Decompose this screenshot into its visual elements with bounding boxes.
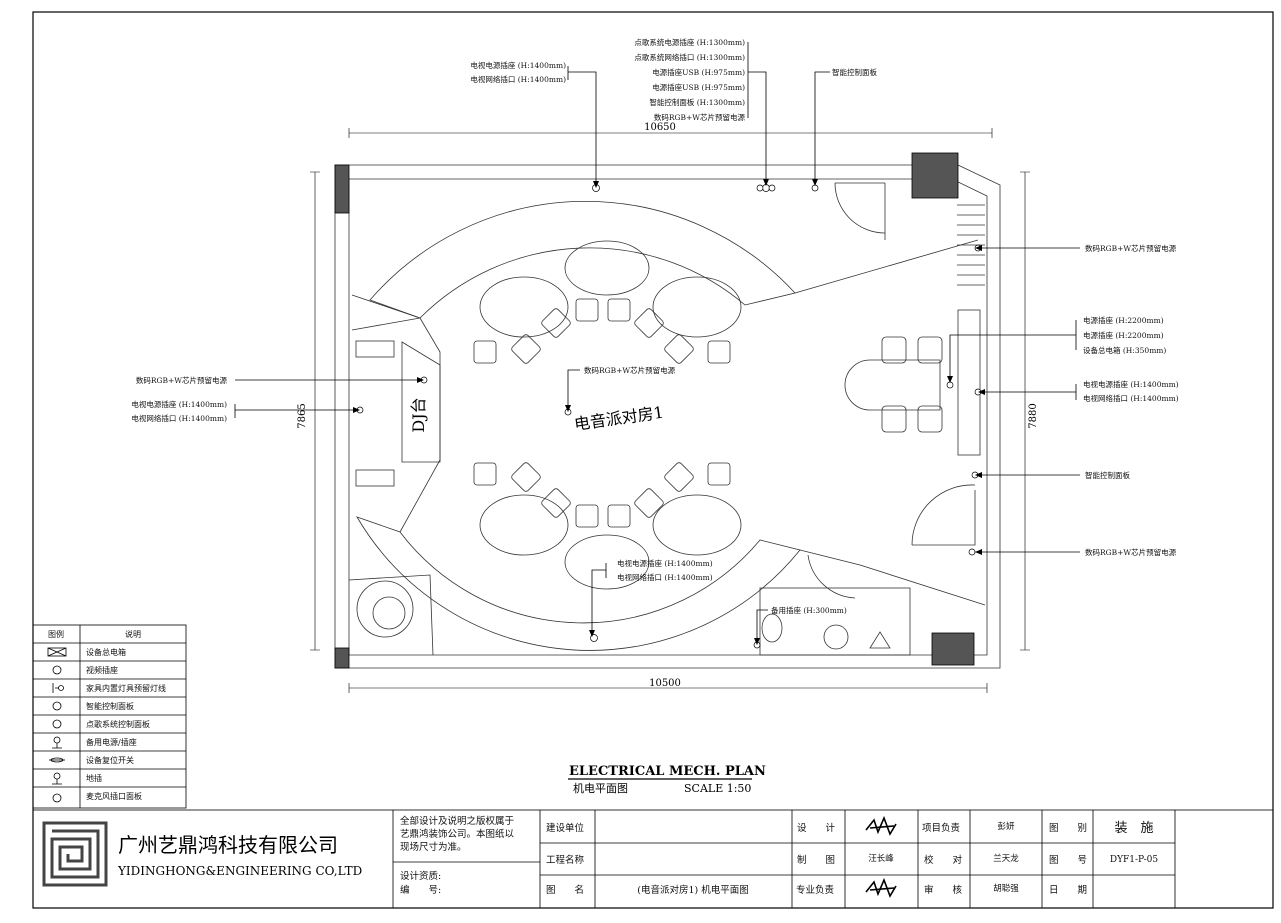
qualification-label: 设计资质: xyxy=(400,870,441,882)
legend-item-2: 视频插座 xyxy=(86,665,118,675)
leader-lines xyxy=(234,42,1080,645)
callout-l1: 数码RGB+W芯片预留电源 xyxy=(136,375,228,385)
drawing-title-cn: 机电平面图 xyxy=(573,781,628,795)
dim-bottom: 10500 xyxy=(649,678,681,689)
callout-center: 数码RGB+W芯片预留电源 xyxy=(584,365,676,375)
callout-tc-2: 点歌系统网络插口 (H:1300mm) xyxy=(634,52,745,62)
checker-value: 兰天龙 xyxy=(993,853,1019,864)
legend-item-5: 点歌系统控制面板 xyxy=(86,719,150,729)
room-label: 电音派对房1 xyxy=(573,403,665,434)
drawer-value: 汪长峰 xyxy=(868,853,894,864)
arrowheads xyxy=(353,179,985,645)
check-label: 校 对 xyxy=(924,854,963,866)
title-block xyxy=(32,809,1274,909)
legend-header-desc: 说明 xyxy=(125,629,141,639)
callout-tc-1: 点歌系统电源插座 (H:1300mm) xyxy=(634,37,745,47)
legend-header-icon: 图例 xyxy=(48,629,64,639)
draw-label: 制 图 xyxy=(797,854,835,866)
device-symbols xyxy=(356,184,982,649)
legend-table xyxy=(32,624,187,809)
callout-texts: 电视电源插座 (H:1400mm) 电视网络插口 (H:1400mm) 点歌系统… xyxy=(131,37,1178,615)
callout-spare: 备用插座 (H:300mm) xyxy=(771,605,847,615)
drawing-no-label: 图 号 xyxy=(1049,855,1087,866)
callout-bc-1: 电视电源插座 (H:1400mm) xyxy=(617,558,713,568)
callout-r5: 数码RGB+W芯片预留电源 xyxy=(1085,547,1177,557)
callout-tc-4: 电源插座USB (H:975mm) xyxy=(652,82,745,92)
legend-item-4: 智能控制面板 xyxy=(86,701,134,711)
category-value: 装 施 xyxy=(1114,821,1153,836)
lead-label: 专业负责 xyxy=(796,884,834,896)
drawing-scale: SCALE 1:50 xyxy=(684,782,751,795)
dj-label: DJ台 xyxy=(409,397,428,432)
dim-left: 7865 xyxy=(297,403,308,428)
notice-line-3: 现场尺寸为准。 xyxy=(400,841,467,853)
floor-plan xyxy=(334,152,1001,669)
project-lead-label: 项目负责 xyxy=(922,822,960,834)
legend-item-9: 麦克风插口面板 xyxy=(86,791,142,801)
callout-tc-5: 智能控制面板 (H:1300mm) xyxy=(649,97,745,107)
callout-r4: 智能控制面板 xyxy=(1085,470,1130,480)
callout-r2-3: 设备总电箱 (H:350mm) xyxy=(1083,345,1166,355)
category-label: 图 别 xyxy=(1049,823,1087,834)
date-label: 日 期 xyxy=(1049,885,1087,896)
seat-stools xyxy=(473,298,731,528)
callout-l2-2: 电视网络插口 (H:1400mm) xyxy=(131,413,227,423)
callout-tc-6: 数码RGB+W芯片预留电源 xyxy=(654,112,746,122)
signature-design xyxy=(865,815,897,836)
build-unit-label: 建设单位 xyxy=(546,822,585,834)
signature-lead xyxy=(865,877,897,898)
dimension-lines xyxy=(310,128,1030,693)
callout-tr: 智能控制面板 xyxy=(832,67,877,77)
project-name-label: 工程名称 xyxy=(546,854,585,866)
drawing-name-value: (电音派对房1) 机电平面图 xyxy=(637,884,748,896)
company-name-en: YIDINGHONG&ENGINEERING CO,LTD xyxy=(117,864,362,878)
company-logo xyxy=(42,821,108,887)
review-label: 审 核 xyxy=(924,884,963,896)
dim-top: 10650 xyxy=(644,122,676,133)
callout-tl-2: 电视网络插口 (H:1400mm) xyxy=(470,74,566,84)
project-lead-value: 彭妍 xyxy=(997,821,1015,832)
company-name-cn: 广州艺鼎鸿科技有限公司 xyxy=(118,833,338,857)
callout-bc-2: 电视网络插口 (H:1400mm) xyxy=(617,572,713,582)
notice-line-1: 全部设计及说明之版权属于 xyxy=(400,815,514,827)
notice-line-2: 艺鼎鸿装饰公司。本图纸以 xyxy=(400,828,515,840)
legend-item-7: 设备复位开关 xyxy=(86,755,134,765)
callout-tc-3: 电源插座USB (H:975mm) xyxy=(652,67,745,77)
legend-item-8: 地插 xyxy=(86,773,102,783)
number-label: 编 号: xyxy=(400,884,441,896)
callout-r3-2: 电视网络插口 (H:1400mm) xyxy=(1083,393,1179,403)
design-label: 设 计 xyxy=(797,822,836,834)
drawing-title-en: ELECTRICAL MECH. PLAN xyxy=(569,764,766,779)
callout-r2-1: 电源插座 (H:2200mm) xyxy=(1083,315,1164,325)
dim-right: 7880 xyxy=(1028,403,1039,428)
callout-l2-1: 电视电源插座 (H:1400mm) xyxy=(131,399,227,409)
drawing-no-value: DYF1-P-05 xyxy=(1110,855,1158,865)
reviewer-value: 胡聪强 xyxy=(993,883,1019,894)
legend-item-1: 设备总电箱 xyxy=(86,647,126,657)
drawing-name-label: 图 名 xyxy=(546,884,584,896)
legend-item-3: 家具内置灯具预留灯线 xyxy=(86,683,166,693)
callout-r1: 数码RGB+W芯片预留电源 xyxy=(1085,243,1177,253)
callout-tl-1: 电视电源插座 (H:1400mm) xyxy=(470,60,566,70)
legend-item-6: 备用电源/插座 xyxy=(86,737,137,747)
callout-r2-2: 电源插座 (H:2200mm) xyxy=(1083,330,1164,340)
callout-r3-1: 电视电源插座 (H:1400mm) xyxy=(1083,379,1179,389)
